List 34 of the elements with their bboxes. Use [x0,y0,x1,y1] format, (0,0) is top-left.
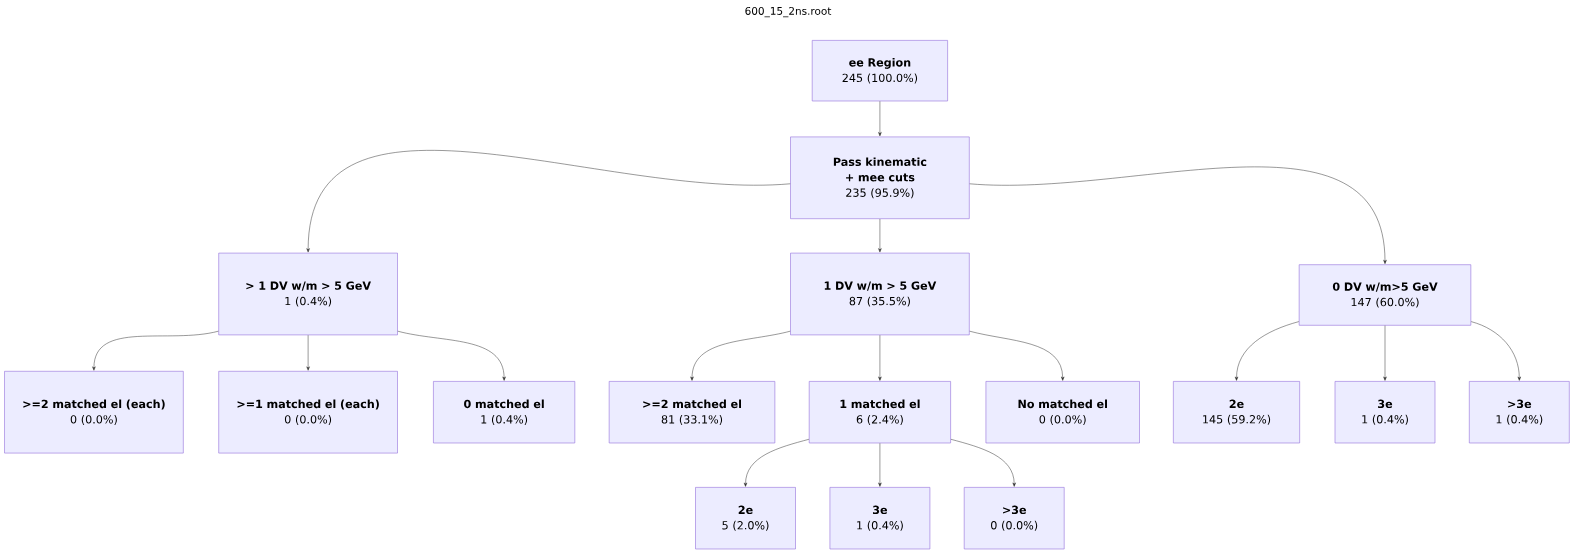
process-box: 2e 5 (2.0%) [695,487,796,550]
arrow [1383,325,1387,381]
process-box: 0 matched el 1 (0.4%) [433,381,576,444]
diagram-title: 600_15_2ns.root [745,7,832,18]
process-box: >=2 matched el (each) 0 (0.0%) [4,371,184,454]
arrow [690,330,791,381]
process-box: 3e 1 (0.4%) [829,487,931,550]
process-box: 1 DV w/m > 5 GeV 87 (35.5%) [790,252,970,336]
process-box: >=2 matched el 81 (33.1%) [608,381,776,444]
arrow [743,439,810,487]
arrow [397,330,506,381]
process-box: 3e 1 (0.4%) [1334,381,1436,444]
process-box: Pass kinematic + mee cuts 235 (95.9%) [790,136,970,219]
arrow [306,334,310,371]
arrow [969,330,1065,381]
arrow [950,439,1016,487]
arrow [92,330,219,371]
arrow [1234,321,1300,381]
arrow [306,150,791,253]
arrow [878,101,882,137]
process-box: >3e 1 (0.4%) [1469,381,1570,444]
process-box: >=1 matched el (each) 0 (0.0%) [218,371,398,454]
process-box: > 1 DV w/m > 5 GeV 1 (0.4%) [218,252,398,336]
arrow [969,166,1387,264]
process-box: 1 matched el 6 (2.4%) [808,381,951,444]
process-box: No matched el 0 (0.0%) [985,381,1140,444]
arrow [878,334,882,381]
process-box: 0 DV w/m>5 GeV 147 (60.0%) [1298,264,1472,326]
arrow [1470,321,1521,381]
arrow [878,218,882,253]
process-box: ee Region 245 (100.0%) [811,40,948,102]
arrow [878,443,882,487]
process-box: 2e 145 (59.2%) [1173,381,1300,444]
process-box: >3e 0 (0.0%) [963,487,1065,550]
